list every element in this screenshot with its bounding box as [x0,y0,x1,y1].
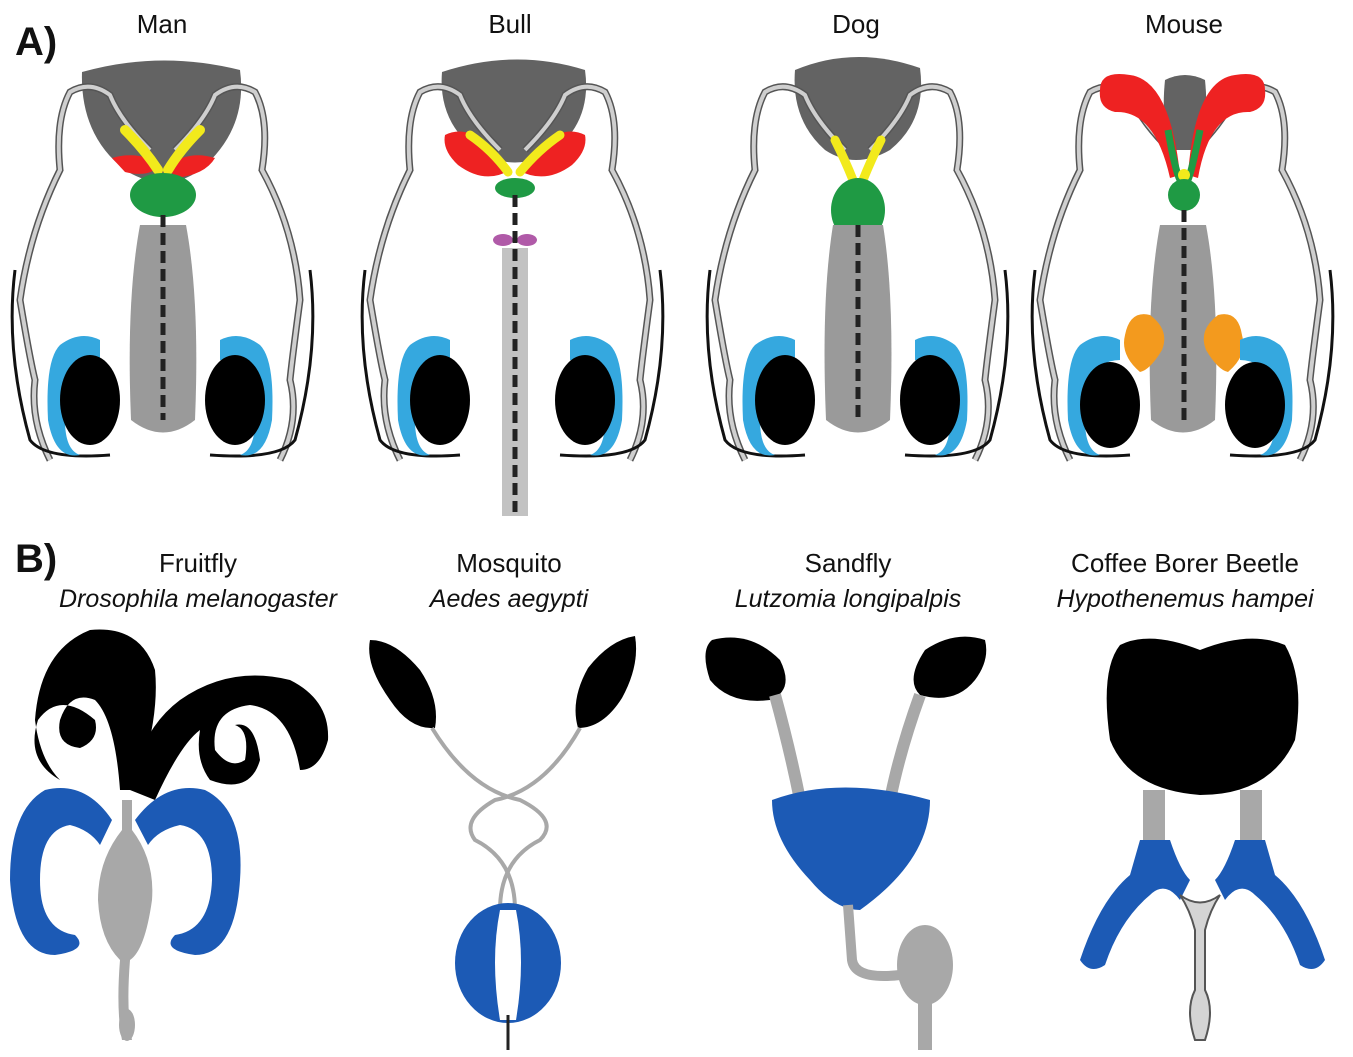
mammal-dog-diagram [707,57,1008,460]
ejaculatory-duct [1180,895,1220,1040]
penis [825,225,892,433]
label-beetle-common: Coffee Borer Beetle [1071,548,1299,578]
label-man: Man [137,9,188,39]
seminal-duct-channel [495,910,521,1020]
testis-left [1080,362,1140,448]
testis-right [205,355,265,445]
testis-right [1225,362,1285,448]
bulbourethral-right [517,234,537,246]
bladder [82,60,241,182]
accessory-gland-left [10,788,112,955]
testis-left [705,638,785,701]
testis-left [60,355,120,445]
label-mosquito-latin: Aedes aegypti [428,585,590,613]
mammal-bull-diagram [362,59,663,516]
testis-right [914,637,987,698]
label-dog: Dog [832,9,880,39]
label-sandfly-latin: Lutzomia longipalpis [735,585,962,613]
panel-b-label: B) [15,537,57,581]
testis-right [1200,639,1298,795]
label-beetle-latin: Hypothenemus hampei [1056,585,1315,613]
accessory-gland-right [135,788,241,955]
testis-right [576,636,637,728]
mammal-mouse-diagram [1032,74,1333,460]
label-mouse: Mouse [1145,9,1223,39]
vas-deferens-right [890,695,920,800]
testis-left [369,640,436,728]
prostate [1168,179,1200,211]
label-fruitfly-common: Fruitfly [159,548,237,578]
testis-right [555,355,615,445]
vas-deferens-right [471,728,581,910]
vas-deferens-left [432,728,547,910]
testis-left [1107,639,1200,795]
label-sandfly-common: Sandfly [805,548,892,578]
accessory-gland-left [1080,840,1190,969]
testis-left [410,355,470,445]
label-mosquito-common: Mosquito [456,548,562,578]
bulbourethral-left [493,234,513,246]
panel-b-insects [10,630,1325,1051]
insect-beetle-diagram [1080,639,1325,1040]
testis-right-coiled [130,676,328,801]
aedeagus [918,1000,932,1050]
label-bull: Bull [488,9,531,39]
label-fruitfly-latin: Drosophila melanogaster [59,585,339,613]
insect-fruitfly-diagram [10,630,328,1042]
insect-sandfly-diagram [705,637,986,1050]
testis-right [900,355,960,445]
ejaculatory-pump [897,925,953,1005]
ejaculatory-duct [848,905,900,976]
ejaculatory-bulb [119,1009,135,1041]
prostate [130,173,196,217]
panel-a-mammals [12,57,1333,516]
panel-a-label: A) [15,20,57,64]
mammal-man-diagram [12,60,313,460]
accessory-gland [772,788,930,911]
accessory-gland-right [1215,840,1325,969]
testis-left [755,355,815,445]
vas-deferens-left [775,695,800,800]
insect-mosquito-diagram [369,636,636,1050]
